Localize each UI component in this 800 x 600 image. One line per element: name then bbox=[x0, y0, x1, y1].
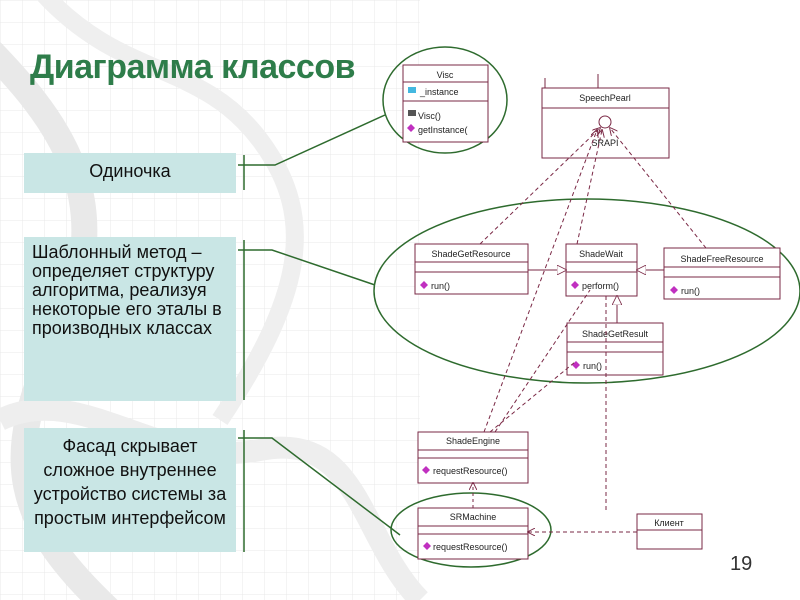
operation-icon bbox=[423, 542, 431, 550]
operation-icon bbox=[670, 286, 678, 294]
class-shadegetresult: ShadeGetResult run() bbox=[566, 322, 664, 376]
dependency-wait-srapi bbox=[576, 130, 602, 245]
connector-singleton bbox=[238, 114, 386, 166]
class-shadegetresource-name: ShadeGetResource bbox=[431, 249, 510, 259]
class-speechpearl-name: SpeechPearl bbox=[579, 93, 631, 103]
class-shadegetresult-op: run() bbox=[583, 361, 602, 371]
class-shadegetresult-name: ShadeGetResult bbox=[582, 329, 649, 339]
class-shadeengine-name: ShadeEngine bbox=[446, 436, 500, 446]
page-title: Диаграмма классов bbox=[30, 48, 356, 86]
pattern-ellipses bbox=[373, 46, 800, 568]
operation-icon bbox=[422, 466, 430, 474]
class-shadefreeresource: ShadeFreeResource run() bbox=[663, 247, 781, 300]
class-srmachine: SRMachine requestResource() bbox=[417, 507, 529, 560]
dependency-engine-getresult bbox=[489, 361, 576, 433]
class-shadefreeresource-op: run() bbox=[681, 286, 700, 296]
class-visc-op-2: getInstance( bbox=[418, 125, 468, 135]
interface-srapi-label: SRAPI bbox=[591, 138, 618, 148]
class-client-name: Клиент bbox=[654, 518, 684, 528]
dependency-engine-srapi bbox=[483, 130, 597, 433]
class-shadegetresource: ShadeGetResource run() bbox=[414, 243, 529, 295]
operation-icon bbox=[408, 110, 416, 116]
class-speechpearl: SpeechPearl SRAPI bbox=[541, 74, 670, 159]
ellipse-singleton bbox=[382, 46, 508, 154]
class-visc-name: Visc bbox=[437, 70, 454, 80]
class-shadewait: ShadeWait perform() bbox=[565, 243, 638, 297]
class-visc: Visc _instance Visc() getInstance( bbox=[402, 64, 489, 143]
operation-icon bbox=[407, 124, 415, 132]
operation-icon bbox=[571, 281, 579, 289]
callout-singleton: Одиночка bbox=[24, 153, 236, 193]
class-shadewait-op: perform() bbox=[582, 281, 619, 291]
class-shadefreeresource-name: ShadeFreeResource bbox=[680, 254, 763, 264]
ellipse-facade bbox=[390, 492, 552, 568]
connector-facade bbox=[238, 437, 401, 536]
dependency-engine-wait bbox=[494, 289, 591, 433]
dependency-getresource-srapi bbox=[479, 128, 600, 245]
callout-connectors bbox=[238, 114, 401, 552]
class-visc-op-1: Visc() bbox=[418, 111, 441, 121]
callout-template-method: Шаблонный метод – определяет структуру а… bbox=[24, 237, 236, 401]
callout-facade: Фасад скрывает сложное внутреннее устрой… bbox=[24, 428, 236, 552]
attribute-icon bbox=[408, 87, 416, 93]
class-client: Клиент bbox=[636, 513, 703, 550]
class-srmachine-name: SRMachine bbox=[450, 512, 497, 522]
class-relations bbox=[473, 128, 707, 532]
operation-icon bbox=[420, 281, 428, 289]
class-shadewait-name: ShadeWait bbox=[579, 249, 623, 259]
class-shadegetresource-op: run() bbox=[431, 281, 450, 291]
ellipse-template-method bbox=[373, 198, 800, 384]
class-visc-attr: _instance bbox=[419, 87, 459, 97]
page-number: 19 bbox=[730, 553, 753, 575]
dependency-free-srapi bbox=[610, 128, 707, 249]
class-srmachine-op: requestResource() bbox=[433, 542, 508, 552]
connector-template-method bbox=[238, 249, 376, 286]
class-shadeengine-op: requestResource() bbox=[433, 466, 508, 476]
class-shadeengine: ShadeEngine requestResource() bbox=[417, 431, 529, 484]
interface-lollipop bbox=[598, 115, 612, 129]
